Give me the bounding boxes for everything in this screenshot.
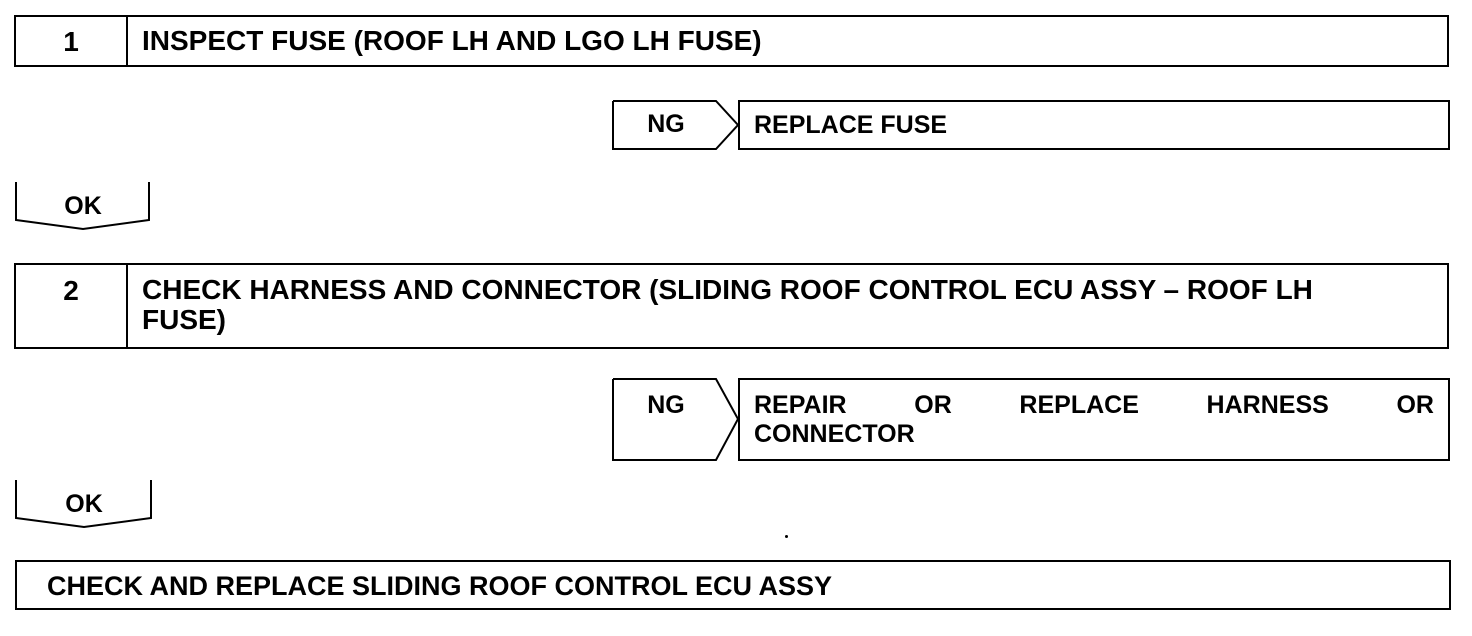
action-word: OR [1396, 391, 1434, 419]
stray-dot [785, 535, 788, 538]
step-1-box: 1 INSPECT FUSE (ROOF LH AND LGO LH FUSE) [14, 15, 1449, 67]
ng-branch-1: NG REPLACE FUSE [612, 100, 1450, 150]
final-action-box: CHECK AND REPLACE SLIDING ROOF CONTROL E… [15, 560, 1451, 610]
step-1-title: INSPECT FUSE (ROOF LH AND LGO LH FUSE) [142, 25, 762, 56]
action-text-2-line-1: REPAIR OR REPLACE HARNESS OR [754, 391, 1434, 420]
ok-label-2: OK [65, 490, 103, 518]
step-2-number: 2 [16, 265, 128, 347]
ok-label-1: OK [64, 192, 102, 220]
ok-connector-1: OK [15, 181, 151, 231]
final-action-text: CHECK AND REPLACE SLIDING ROOF CONTROL E… [47, 571, 833, 601]
ok-connector-2: OK [15, 479, 153, 529]
ng-arrow-2 [612, 378, 740, 461]
action-word: OR [914, 391, 952, 419]
step-2-title: CHECK HARNESS AND CONNECTOR (SLIDING ROO… [142, 274, 1313, 335]
action-text-1: REPLACE FUSE [754, 111, 948, 139]
action-box-2: REPAIR OR REPLACE HARNESS OR CONNECTOR [738, 378, 1450, 461]
ng-arrow-1 [612, 100, 740, 150]
step-2-box: 2 CHECK HARNESS AND CONNECTOR (SLIDING R… [14, 263, 1449, 349]
action-word: REPLACE [1019, 391, 1139, 419]
ng-label-2: NG [647, 391, 685, 419]
ng-branch-2: NG REPAIR OR REPLACE HARNESS OR CONNECTO… [612, 378, 1450, 461]
ok-arrow-1 [15, 182, 150, 231]
action-word: HARNESS [1206, 391, 1329, 419]
ok-arrow-2 [15, 480, 152, 529]
step-1-number: 1 [16, 17, 128, 65]
ng-label-1: NG [647, 110, 685, 138]
action-word: REPAIR [754, 391, 847, 419]
action-box-1: REPLACE FUSE [738, 100, 1450, 150]
action-text-2-line-2: CONNECTOR [754, 420, 915, 448]
